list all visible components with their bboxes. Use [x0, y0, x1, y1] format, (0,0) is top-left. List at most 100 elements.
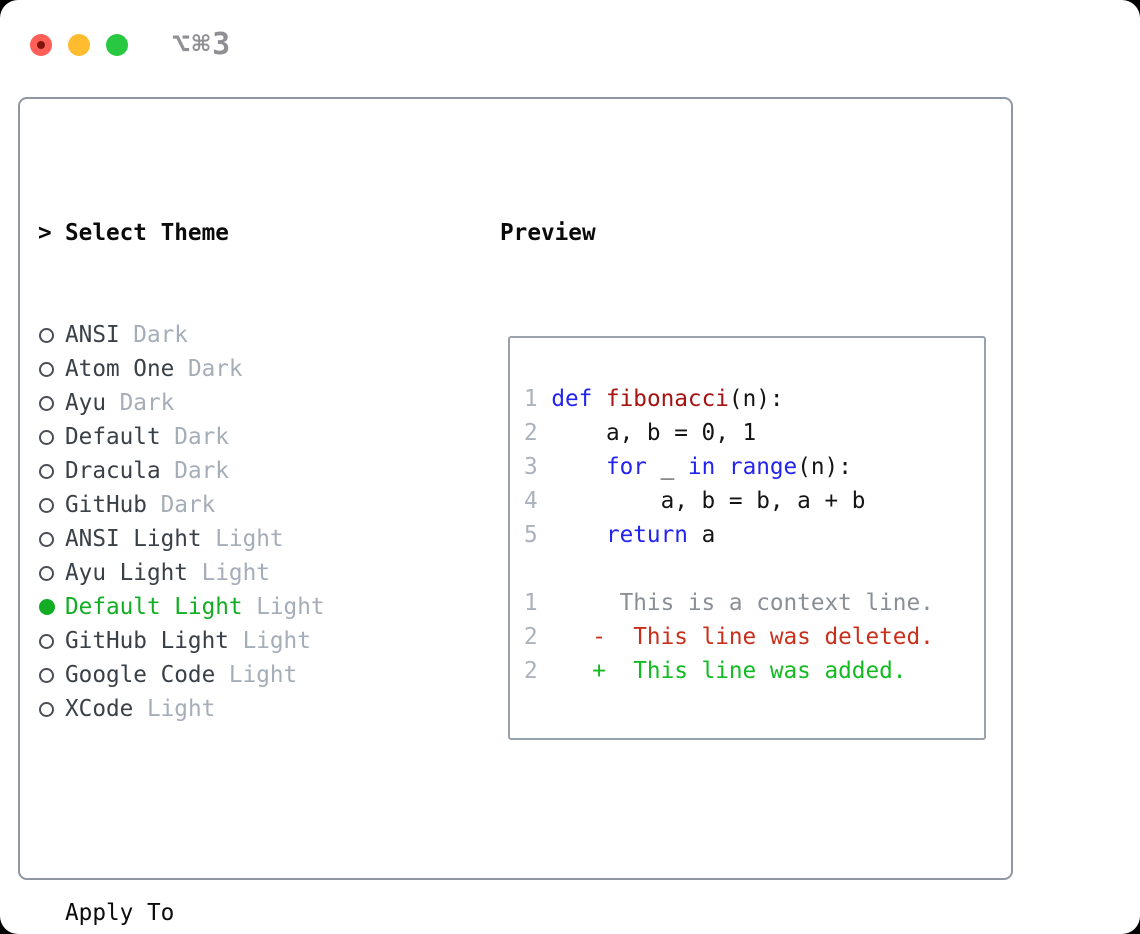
spacer	[38, 794, 420, 828]
theme-variant: Dark	[187, 356, 243, 382]
code-line: 5 return a	[524, 518, 984, 552]
code-segment	[551, 522, 606, 548]
radio-icon	[39, 429, 54, 445]
theme-name: XCode	[65, 696, 147, 722]
theme-option-dracula[interactable]: Dracula Dark	[38, 454, 420, 488]
theme-name: Ayu	[65, 390, 120, 416]
theme-name: GitHub Light	[65, 628, 243, 654]
theme-variant: Light	[215, 526, 284, 552]
theme-name: ANSI Light	[65, 526, 216, 552]
code-segment: This is a context line.	[551, 590, 934, 616]
zoom-button[interactable]	[106, 33, 128, 56]
theme-name: Atom One	[65, 356, 188, 382]
radio-icon	[39, 633, 54, 649]
code-segment: (n):	[797, 454, 852, 480]
code-segment: fibonacci	[605, 386, 729, 412]
apply-to-header: Apply To	[38, 896, 420, 930]
titlebar: ⌥⌘3	[30, 27, 232, 62]
code-line: 4 a, b = b, a + b	[524, 484, 984, 518]
code-segment: a, b = 0, 1	[551, 420, 757, 446]
theme-name: Default Light	[65, 594, 257, 620]
radio-icon	[39, 667, 54, 683]
theme-option-google-code[interactable]: Google Code Light	[38, 658, 420, 692]
code-segment: def	[551, 386, 593, 412]
theme-name: GitHub	[65, 492, 161, 518]
code-segment	[551, 454, 606, 480]
radio-icon	[39, 463, 54, 479]
line-number: 3	[524, 454, 538, 480]
theme-option-ansi-light[interactable]: ANSI Light Light	[38, 522, 420, 556]
code-segment	[715, 454, 729, 480]
select-theme-title: Select Theme	[65, 220, 229, 246]
apply-to-title: Apply To	[65, 900, 175, 926]
theme-option-ansi[interactable]: ANSI Dark	[38, 318, 420, 352]
code-segment: a, b = b, a + b	[551, 488, 866, 514]
theme-option-default-light[interactable]: Default Light Light	[38, 590, 420, 624]
code-line: 3 for _ in range(n):	[524, 450, 984, 484]
code-segment: in	[687, 454, 716, 480]
window-title: ⌥⌘3	[172, 27, 233, 62]
radio-icon	[39, 497, 54, 513]
theme-option-xcode[interactable]: XCode Light	[38, 692, 420, 726]
radio-icon	[39, 531, 54, 547]
theme-option-ayu-light[interactable]: Ayu Light Light	[38, 556, 420, 590]
preview-title: Preview	[500, 220, 596, 246]
theme-variant: Light	[201, 560, 270, 586]
close-button[interactable]	[30, 33, 52, 56]
theme-name: Google Code	[65, 662, 229, 688]
code-line: 1 def fibonacci(n):	[524, 382, 984, 416]
theme-option-github-light[interactable]: GitHub Light Light	[38, 624, 420, 658]
diff-context-line: 1 This is a context line.	[524, 586, 984, 620]
code-segment: (n):	[728, 386, 784, 412]
theme-name: Ayu Light	[65, 560, 202, 586]
theme-option-github[interactable]: GitHub Dark	[38, 488, 420, 522]
theme-variant: Light	[228, 662, 298, 688]
theme-name: Default	[65, 424, 175, 450]
theme-variant: Dark	[174, 424, 229, 450]
code-segment: a	[687, 522, 716, 548]
focus-cursor-icon: >	[38, 220, 52, 246]
theme-variant: Dark	[160, 492, 216, 518]
theme-variant: Dark	[119, 390, 175, 416]
code-line: 2 a, b = 0, 1	[524, 416, 984, 450]
theme-name: Dracula	[65, 458, 175, 484]
radio-icon	[39, 327, 54, 343]
theme-variant: Light	[242, 628, 311, 654]
theme-variant: Dark	[133, 322, 188, 348]
line-number: 2	[524, 658, 538, 684]
diff-deleted-line: 2 - This line was deleted.	[524, 620, 984, 654]
code-segment: + This line was added.	[551, 658, 907, 684]
code-segment: range	[728, 454, 798, 480]
line-number: 2	[524, 420, 538, 446]
line-number: 1	[524, 590, 538, 616]
code-segment: for	[605, 454, 647, 480]
code-segment: - This line was deleted.	[551, 624, 934, 650]
code-segment: _	[646, 454, 688, 480]
line-number: 1	[524, 386, 538, 412]
line-number: 2	[524, 624, 538, 650]
diff-added-line: 2 + This line was added.	[524, 654, 984, 688]
theme-option-atom-one[interactable]: Atom One Dark	[38, 352, 420, 386]
preview-blank-line	[524, 552, 984, 586]
theme-option-default[interactable]: Default Dark	[38, 420, 420, 454]
line-number: 4	[524, 488, 538, 514]
theme-option-ayu[interactable]: Ayu Dark	[38, 386, 420, 420]
radio-selected-icon	[39, 599, 55, 615]
code-segment: return	[605, 522, 688, 548]
radio-icon	[39, 395, 54, 411]
theme-variant: Light	[146, 696, 216, 722]
select-theme-header: > Select Theme	[38, 216, 420, 250]
radio-icon	[39, 701, 54, 717]
code-segment	[592, 386, 606, 412]
theme-name: ANSI	[65, 322, 134, 348]
minimize-button[interactable]	[68, 33, 90, 56]
line-number: 5	[524, 522, 538, 548]
theme-variant: Light	[256, 594, 325, 620]
theme-variant: Dark	[174, 458, 229, 484]
radio-icon	[39, 361, 54, 377]
